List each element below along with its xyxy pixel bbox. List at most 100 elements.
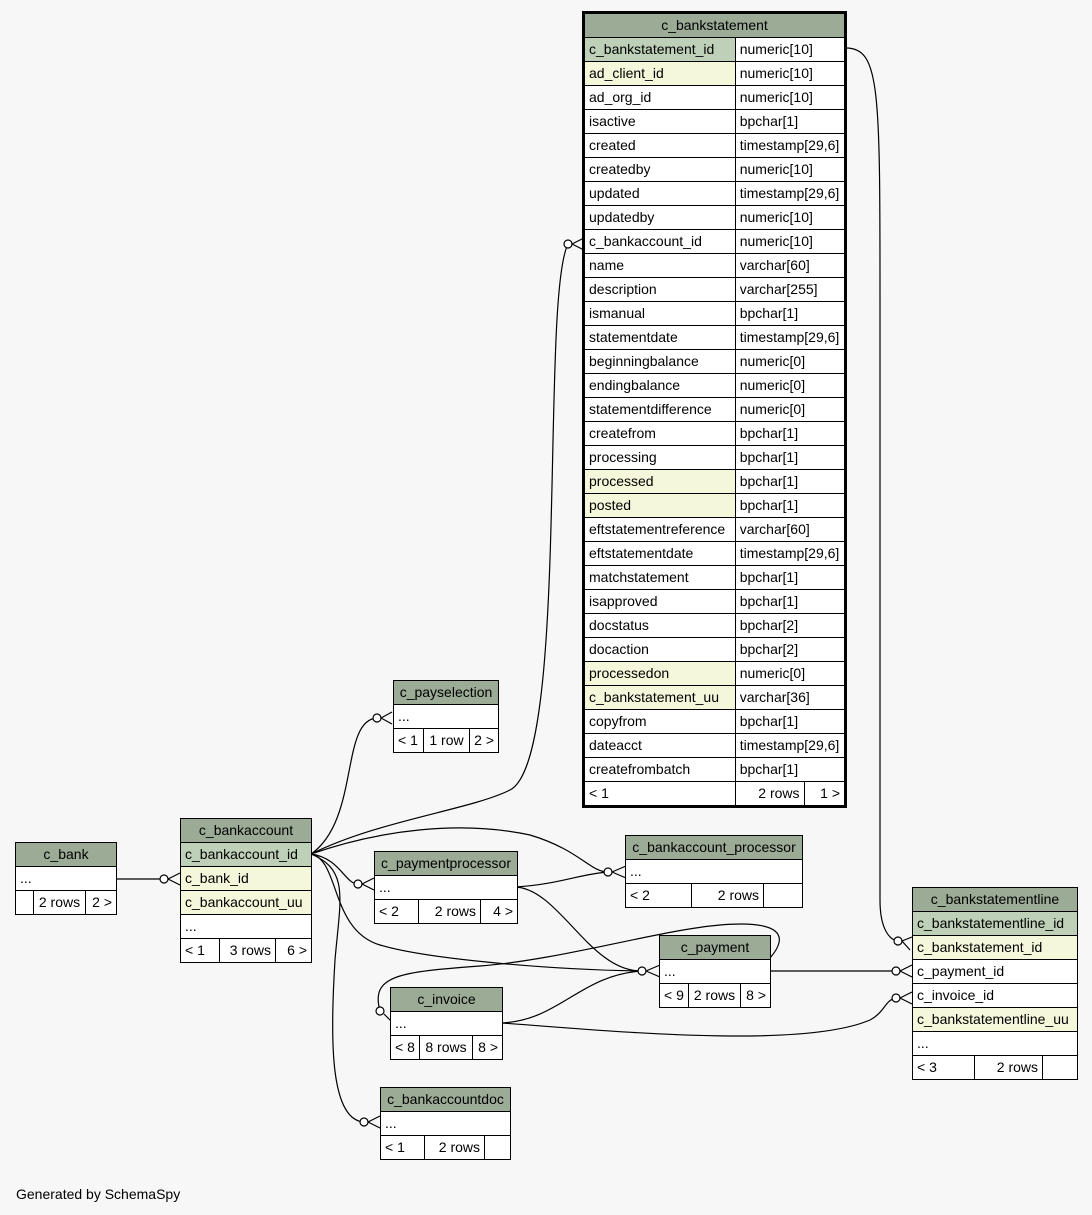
column-name[interactable]: updated — [583, 181, 736, 206]
column-name[interactable]: c_bankaccount_id — [583, 229, 736, 254]
column-name[interactable]: createfrombatch — [583, 757, 736, 782]
column-name[interactable]: endingbalance — [583, 373, 736, 398]
table-row[interactable]: ... — [179, 914, 313, 939]
table-c-invoice[interactable]: c_invoice ... < 8 8 rows 8 > — [389, 987, 504, 1060]
table-title[interactable]: c_invoice — [389, 987, 504, 1012]
column-name[interactable]: docaction — [583, 637, 736, 662]
column-name[interactable]: dateacct — [583, 733, 736, 758]
table-c-payment[interactable]: c_payment ... < 9 2 rows 8 > — [659, 935, 771, 1008]
column-name[interactable]: c_bankstatement_id — [911, 935, 1079, 960]
column-name[interactable]: c_payment_id — [911, 959, 1079, 984]
table-row[interactable]: c_bankaccount_uu — [179, 890, 313, 915]
column-name[interactable]: isapproved — [583, 589, 736, 614]
table-c-bankaccount-processor[interactable]: c_bankaccount_processor ... < 2 2 rows — [624, 835, 804, 908]
table-title[interactable]: c_payselection — [393, 680, 499, 705]
column-name[interactable]: eftstatementdate — [583, 541, 736, 566]
column-name[interactable]: c_bankstatementline_id — [911, 911, 1079, 936]
column-name[interactable]: c_bank_id — [179, 866, 313, 891]
table-title[interactable]: c_bankstatementline — [911, 887, 1079, 912]
column-name[interactable]: c_bankstatement_uu — [583, 685, 736, 710]
table-row[interactable]: c_bankaccount_id — [179, 842, 313, 867]
children-count[interactable] — [1041, 1055, 1079, 1080]
children-count[interactable]: 8 > — [740, 983, 771, 1008]
parents-count[interactable]: < 2 — [374, 899, 419, 924]
children-count[interactable]: 2 > — [84, 890, 118, 915]
table-row[interactable]: c_bankstatementline_id — [911, 911, 1079, 936]
table-row[interactable]: c_bankstatement_id — [911, 935, 1079, 960]
parents-count[interactable]: < 9 — [659, 983, 689, 1008]
column-name[interactable]: ad_client_id — [583, 61, 736, 86]
children-count[interactable]: 8 > — [471, 1035, 504, 1060]
parents-count[interactable]: < 2 — [625, 883, 692, 908]
table-c-bankaccountdoc[interactable]: c_bankaccountdoc ... < 1 2 rows — [380, 1087, 511, 1160]
column-name[interactable]: c_bankaccount_uu — [179, 890, 313, 915]
column-name[interactable]: createdby — [583, 157, 736, 182]
parents-count[interactable]: < 1 — [393, 728, 424, 753]
table-row[interactable]: c_invoice_id — [911, 983, 1079, 1008]
column-name[interactable]: c_bankaccount_id — [179, 842, 313, 867]
children-count[interactable]: 2 > — [469, 728, 499, 753]
column-name[interactable]: updatedby — [583, 205, 736, 230]
table-title[interactable]: c_bankaccount_processor — [624, 835, 804, 860]
table-title[interactable]: c_bankstatement — [583, 12, 846, 38]
column-name[interactable]: matchstatement — [583, 565, 736, 590]
table-c-bankstatementline[interactable]: c_bankstatementline c_bankstatementline_… — [911, 887, 1079, 1080]
table-row[interactable]: c_payment_id — [911, 959, 1079, 984]
column-name[interactable]: ... — [179, 914, 313, 939]
column-name[interactable]: eftstatementreference — [583, 517, 736, 542]
column-name[interactable]: ... — [911, 1031, 1079, 1056]
column-name[interactable]: copyfrom — [583, 709, 736, 734]
column-name[interactable]: processed — [583, 469, 736, 494]
column-name[interactable]: ad_org_id — [583, 85, 736, 110]
column-name[interactable]: c_bankstatementline_uu — [911, 1007, 1079, 1032]
column-name[interactable]: processing — [583, 445, 736, 470]
column-name[interactable]: isactive — [583, 109, 736, 134]
column-name[interactable]: beginningbalance — [583, 349, 736, 374]
column-name[interactable]: posted — [583, 493, 736, 518]
table-title[interactable]: c_payment — [659, 935, 771, 960]
column-name[interactable]: ismanual — [583, 301, 736, 326]
column-name[interactable]: description — [583, 277, 736, 302]
column-name[interactable]: docstatus — [583, 613, 736, 638]
table-title[interactable]: c_bank — [14, 842, 118, 867]
parents-count[interactable] — [15, 890, 34, 915]
column-name[interactable]: processedon — [583, 661, 736, 686]
table-row[interactable]: c_bank_id — [179, 866, 313, 891]
table-c-bank[interactable]: c_bank ... 2 rows 2 > — [14, 842, 118, 915]
children-count[interactable] — [484, 1135, 511, 1160]
table-row[interactable]: c_bankstatementline_uu — [911, 1007, 1079, 1032]
parents-count[interactable]: < 1 — [180, 938, 220, 963]
table-title[interactable]: c_paymentprocessor — [373, 851, 519, 876]
column-name[interactable]: statementdate — [583, 325, 736, 350]
children-count[interactable]: 4 > — [479, 899, 519, 924]
